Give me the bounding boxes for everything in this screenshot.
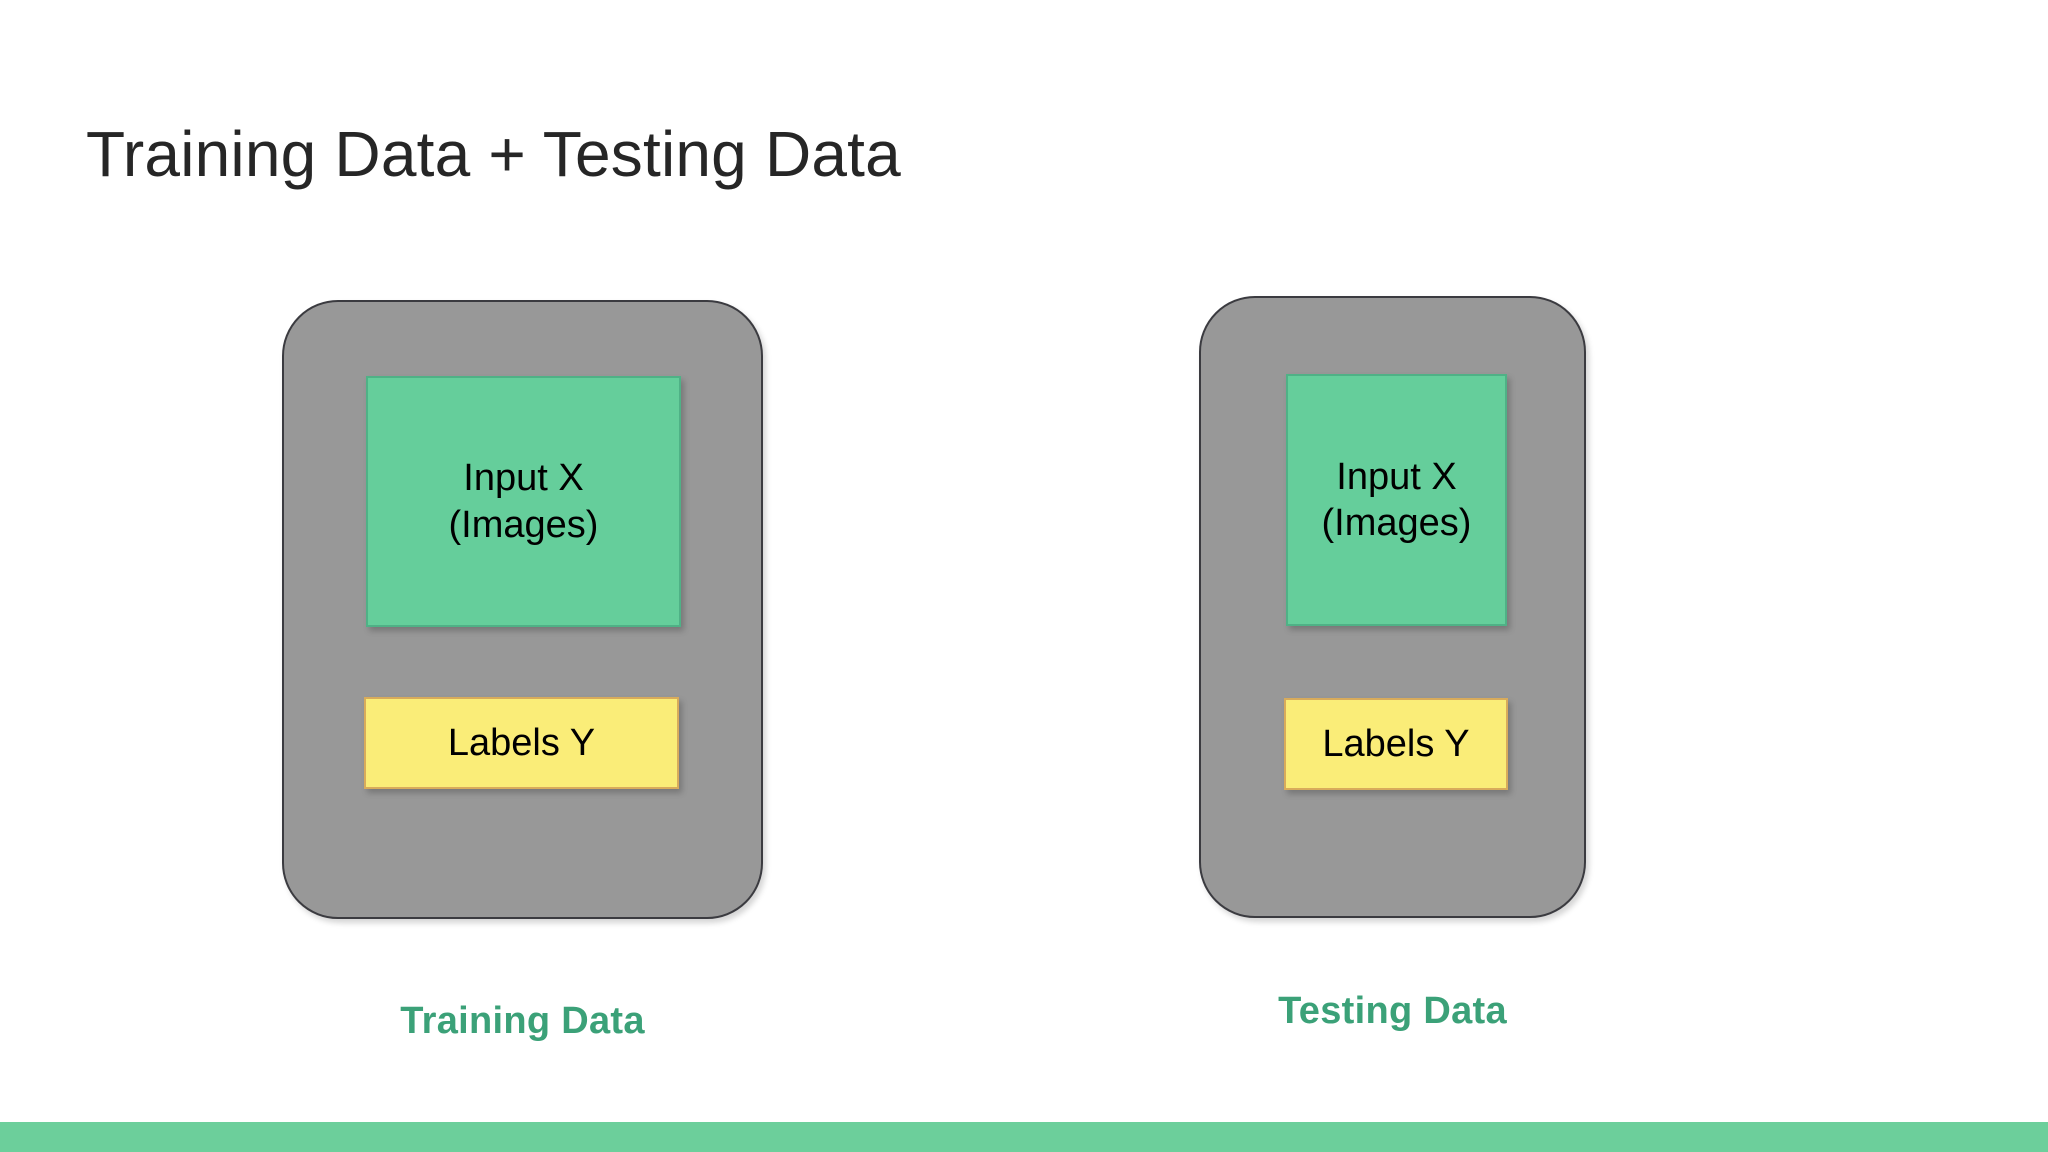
training-data-card[interactable]: Input X (Images) Labels Y xyxy=(282,300,763,919)
training-input-x-label-line2: (Images) xyxy=(448,503,599,546)
testing-labels-y-box[interactable]: Labels Y xyxy=(1284,698,1508,790)
testing-labels-y-label: Labels Y xyxy=(1322,722,1470,765)
testing-data-caption: Testing Data xyxy=(1278,990,1507,1032)
training-input-x-box[interactable]: Input X (Images) xyxy=(366,376,681,627)
testing-input-x-box[interactable]: Input X (Images) xyxy=(1286,374,1507,626)
training-input-x-label-line1: Input X xyxy=(463,457,584,500)
training-labels-y-label: Labels Y xyxy=(447,721,596,764)
bottom-accent-bar xyxy=(0,1122,2048,1152)
page-title: Training Data + Testing Data xyxy=(86,118,901,190)
testing-data-card[interactable]: Input X (Images) Labels Y xyxy=(1199,296,1586,918)
training-data-caption: Training Data xyxy=(400,1000,645,1042)
training-labels-y-box[interactable]: Labels Y xyxy=(364,697,679,789)
testing-input-x-label-line1: Input X xyxy=(1336,455,1457,498)
testing-input-x-label-line2: (Images) xyxy=(1321,502,1472,544)
